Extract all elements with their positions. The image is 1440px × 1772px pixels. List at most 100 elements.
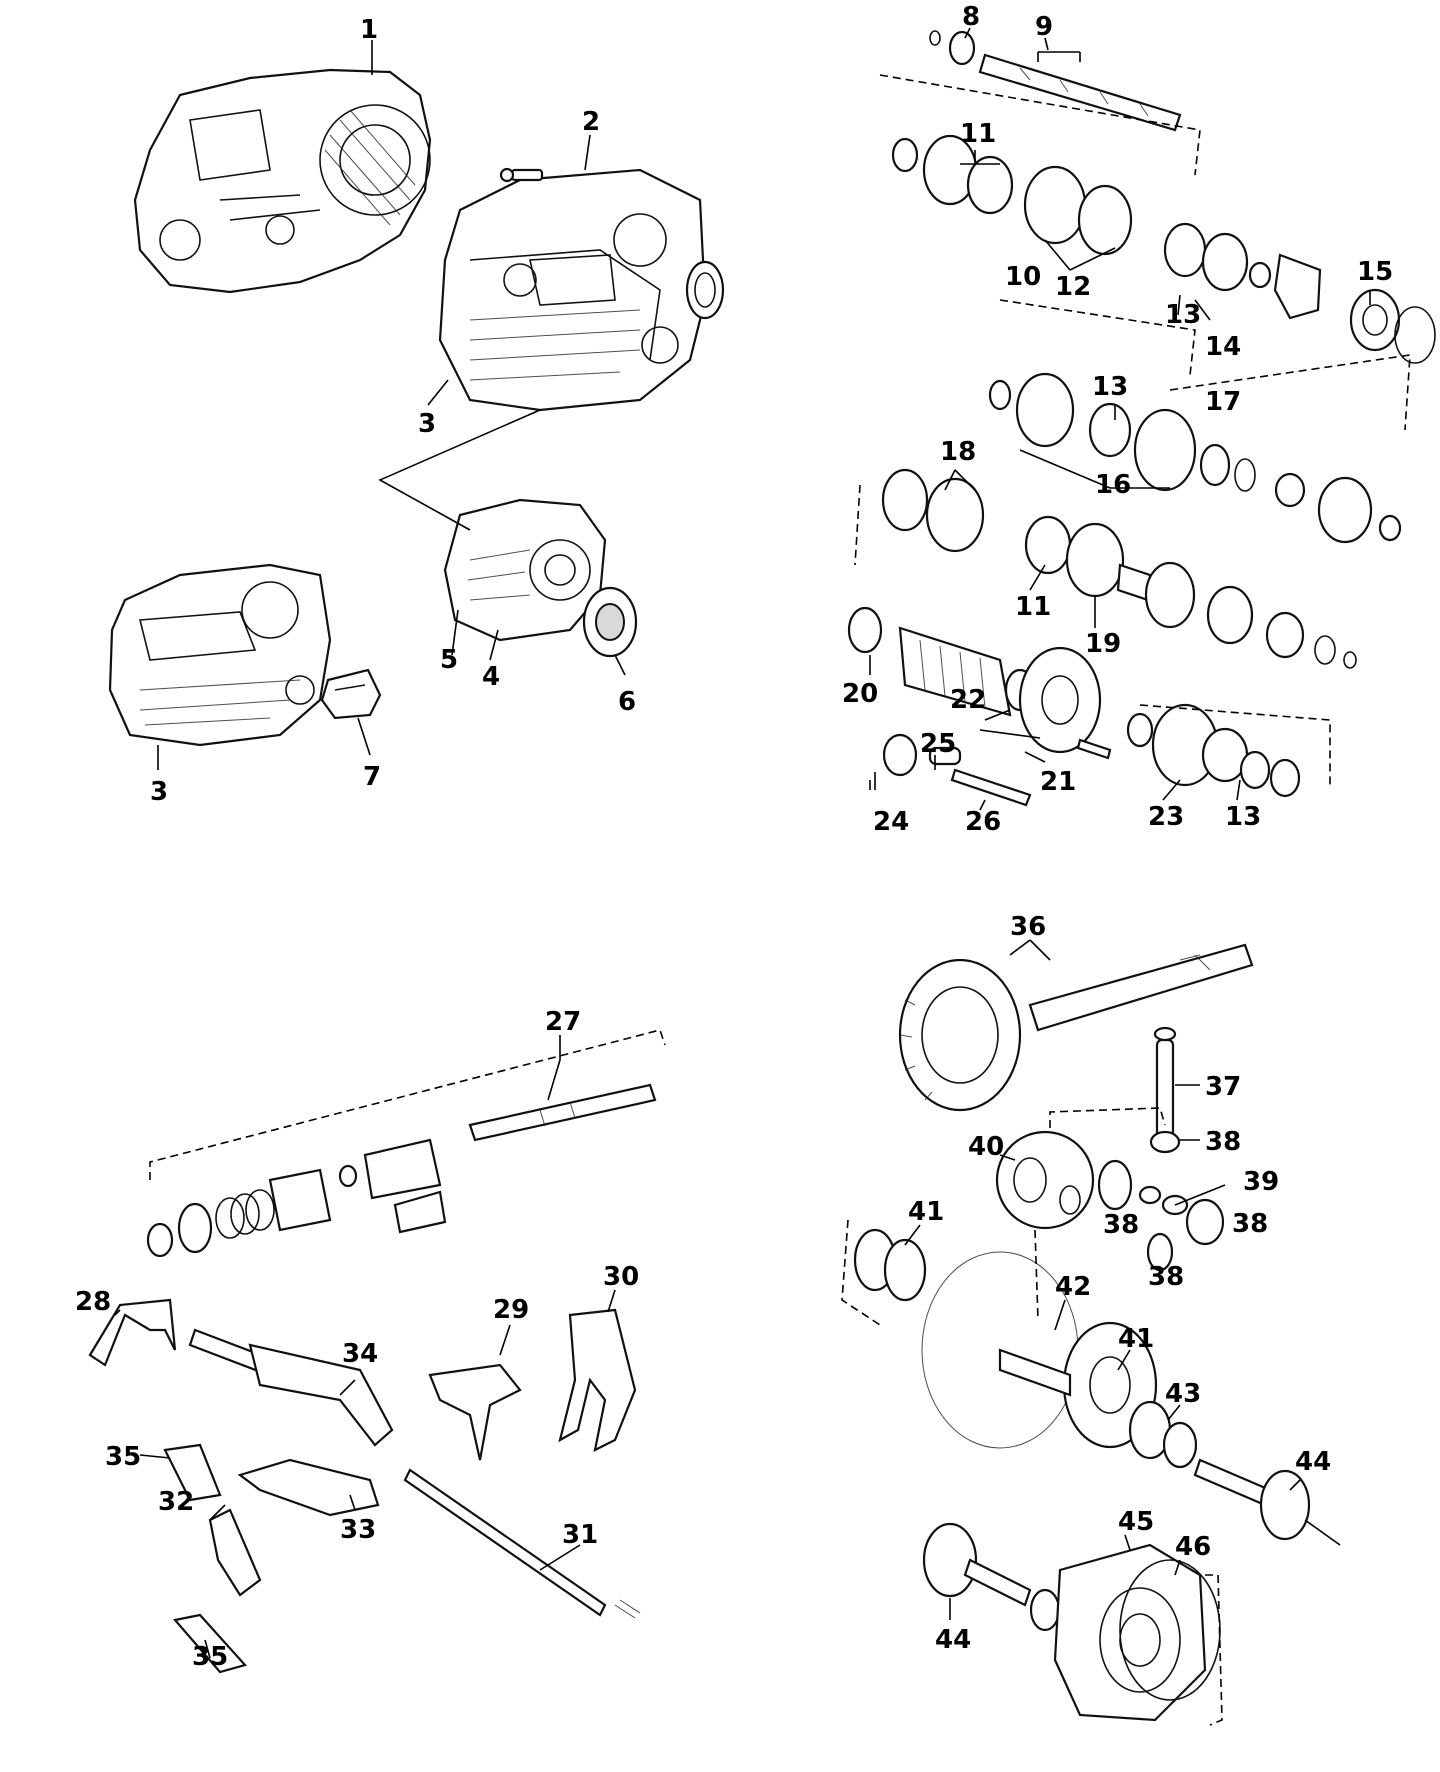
- seal-ring: [685, 260, 725, 320]
- callout-3-top: 3: [418, 409, 436, 439]
- callout-11-top: 11: [960, 119, 996, 149]
- transmission-case-3-lower: [108, 563, 332, 747]
- callout-27: 27: [545, 1007, 581, 1037]
- callout-22: 22: [950, 685, 986, 715]
- callout-36: 36: [1010, 912, 1046, 942]
- callout-45: 45: [1118, 1507, 1154, 1537]
- shift-spring-set: [146, 1138, 447, 1258]
- callout-26: 26: [965, 807, 1001, 837]
- pin-assembly: [882, 733, 1032, 807]
- shift-fork-28: [88, 1298, 177, 1367]
- callout-13-top: 13: [1165, 300, 1201, 330]
- cover-6: [582, 586, 638, 658]
- bracket-18: [854, 484, 861, 566]
- callout-15: 15: [1357, 257, 1393, 287]
- link-35-upper: [163, 1443, 222, 1502]
- callout-43: 43: [1165, 1379, 1201, 1409]
- callout-40: 40: [968, 1132, 1004, 1162]
- callout-32: 32: [158, 1487, 194, 1517]
- callout-39: 39: [1243, 1167, 1279, 1197]
- ring-8: [929, 30, 976, 66]
- callout-3-lower: 3: [150, 777, 168, 807]
- flange-44-left: [922, 1522, 1061, 1632]
- callout-38-low: 38: [1148, 1262, 1184, 1292]
- diff-case-40: [995, 1130, 1095, 1230]
- countershaft: [847, 606, 1112, 760]
- shift-fork-29: [428, 1363, 522, 1461]
- callout-leaders: [114, 27, 1371, 1659]
- shift-shaft-34: [188, 1328, 394, 1447]
- callout-8: 8: [962, 2, 980, 32]
- callout-11-mid: 11: [1015, 592, 1051, 622]
- callout-2: 2: [582, 107, 600, 137]
- callout-9: 9: [1035, 12, 1053, 42]
- transmission-case-2: [438, 168, 707, 412]
- bracket-27: [149, 1029, 666, 1180]
- callout-44-left: 44: [935, 1625, 971, 1655]
- callout-44-right: 44: [1295, 1447, 1331, 1477]
- callout-5: 5: [440, 645, 458, 675]
- link-35-lower: [172, 1613, 248, 1674]
- bracket-17: [1169, 354, 1411, 431]
- callout-4: 4: [482, 662, 500, 692]
- callout-7: 7: [363, 762, 381, 792]
- bracket-diff-top: [1049, 1107, 1166, 1128]
- callout-14: 14: [1205, 332, 1241, 362]
- callout-13-mid: 13: [1092, 372, 1128, 402]
- transmission-assembly-1: [133, 68, 432, 294]
- callout-41-left: 41: [908, 1197, 944, 1227]
- callout-46: 46: [1175, 1532, 1211, 1562]
- callout-37: 37: [1205, 1072, 1241, 1102]
- callout-25: 25: [920, 729, 956, 759]
- callout-30: 30: [603, 1262, 639, 1292]
- housing-4: [443, 498, 607, 642]
- callout-38-top: 38: [1205, 1127, 1241, 1157]
- side-gears-38: [1097, 1130, 1225, 1272]
- pinion-shaft-36: [1028, 943, 1254, 1032]
- shift-rod-31: [403, 1468, 641, 1619]
- callout-12: 12: [1055, 272, 1091, 302]
- bracket-diff-case: [1034, 1229, 1039, 1321]
- callout-20: 20: [842, 679, 878, 709]
- bolt-small: [499, 167, 544, 183]
- callout-38-right: 38: [1232, 1209, 1268, 1239]
- callout-35-lower: 35: [192, 1642, 228, 1672]
- callout-31: 31: [562, 1520, 598, 1550]
- bracket-10: [999, 299, 1196, 376]
- callout-29: 29: [493, 1295, 529, 1325]
- bracket-7: [320, 668, 382, 720]
- mainshaft-9: [978, 53, 1182, 132]
- shift-fork-30: [558, 1308, 637, 1452]
- callout-34: 34: [342, 1339, 378, 1369]
- bracket-9: [879, 74, 1201, 176]
- gear-row-d: [1126, 703, 1301, 798]
- callout-1: 1: [360, 15, 378, 45]
- shift-rail-27: [468, 1083, 657, 1142]
- leader-2-to-4: [378, 409, 541, 531]
- callout-24: 24: [873, 807, 909, 837]
- gear-row-c: [881, 468, 1357, 669]
- callout-35-upper: 35: [105, 1442, 141, 1472]
- callout-19: 19: [1085, 629, 1121, 659]
- callout-6: 6: [618, 687, 636, 717]
- callout-16: 16: [1095, 470, 1131, 500]
- ring-gear-36: [898, 958, 1022, 1112]
- callout-10: 10: [1005, 262, 1041, 292]
- callout-28: 28: [75, 1287, 111, 1317]
- callout-21: 21: [1040, 767, 1076, 797]
- flange-44-right: [1193, 1458, 1341, 1546]
- bracket-housing-45: [1205, 1574, 1223, 1726]
- callout-33: 33: [340, 1515, 376, 1545]
- gear-row-a: [891, 134, 1436, 364]
- callout-17: 17: [1205, 387, 1241, 417]
- callout-42: 42: [1055, 1272, 1091, 1302]
- callout-13-low: 13: [1225, 802, 1261, 832]
- housing-45: [1053, 1543, 1207, 1722]
- callout-41-right: 41: [1118, 1324, 1154, 1354]
- bearing-41: [853, 1228, 927, 1302]
- shift-lever-33: [237, 1458, 380, 1517]
- shift-lever-32: [208, 1508, 262, 1597]
- gear-row-b: [988, 372, 1402, 544]
- pin-37: [1153, 1026, 1177, 1142]
